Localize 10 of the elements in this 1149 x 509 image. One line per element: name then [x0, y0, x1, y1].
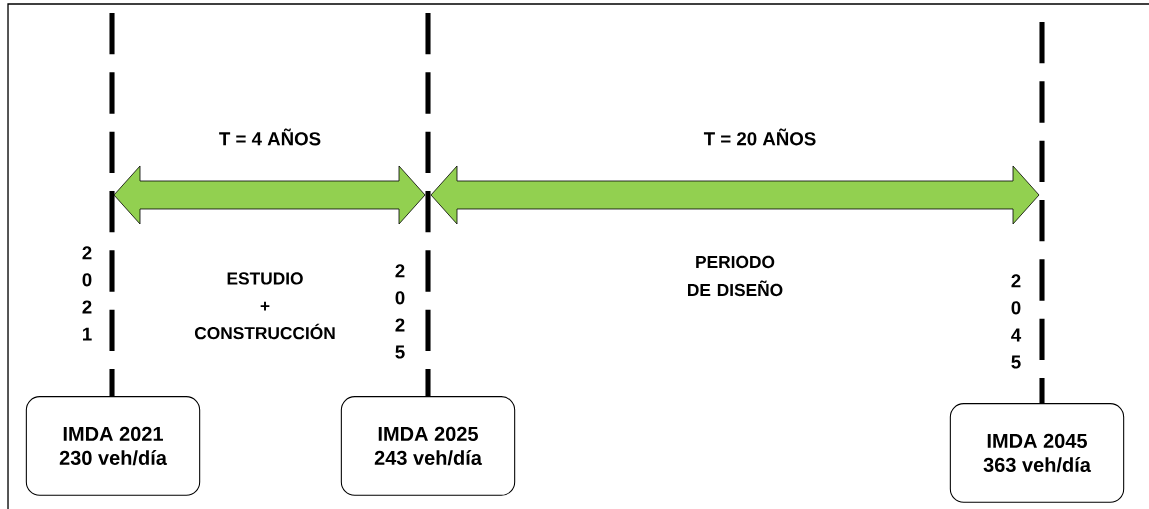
year-label: 2045	[1011, 274, 1022, 369]
duration-label: T = 20 AÑOS	[703, 128, 816, 146]
year-label: 2021	[82, 246, 92, 341]
data-box: IMDA 2025 243 veh/día	[340, 396, 516, 496]
year-label: 2025	[395, 264, 405, 359]
duration-label: T = 4 AÑOS	[219, 128, 321, 146]
phase-label: PERIODO DE DISEÑO	[688, 255, 783, 297]
data-box: IMDA 2045 363 veh/día	[949, 403, 1125, 503]
phase-label: ESTUDIO + CONSTRUCCIÓN	[194, 272, 335, 340]
data-box: IMDA 2021 230 veh/día	[25, 396, 201, 496]
